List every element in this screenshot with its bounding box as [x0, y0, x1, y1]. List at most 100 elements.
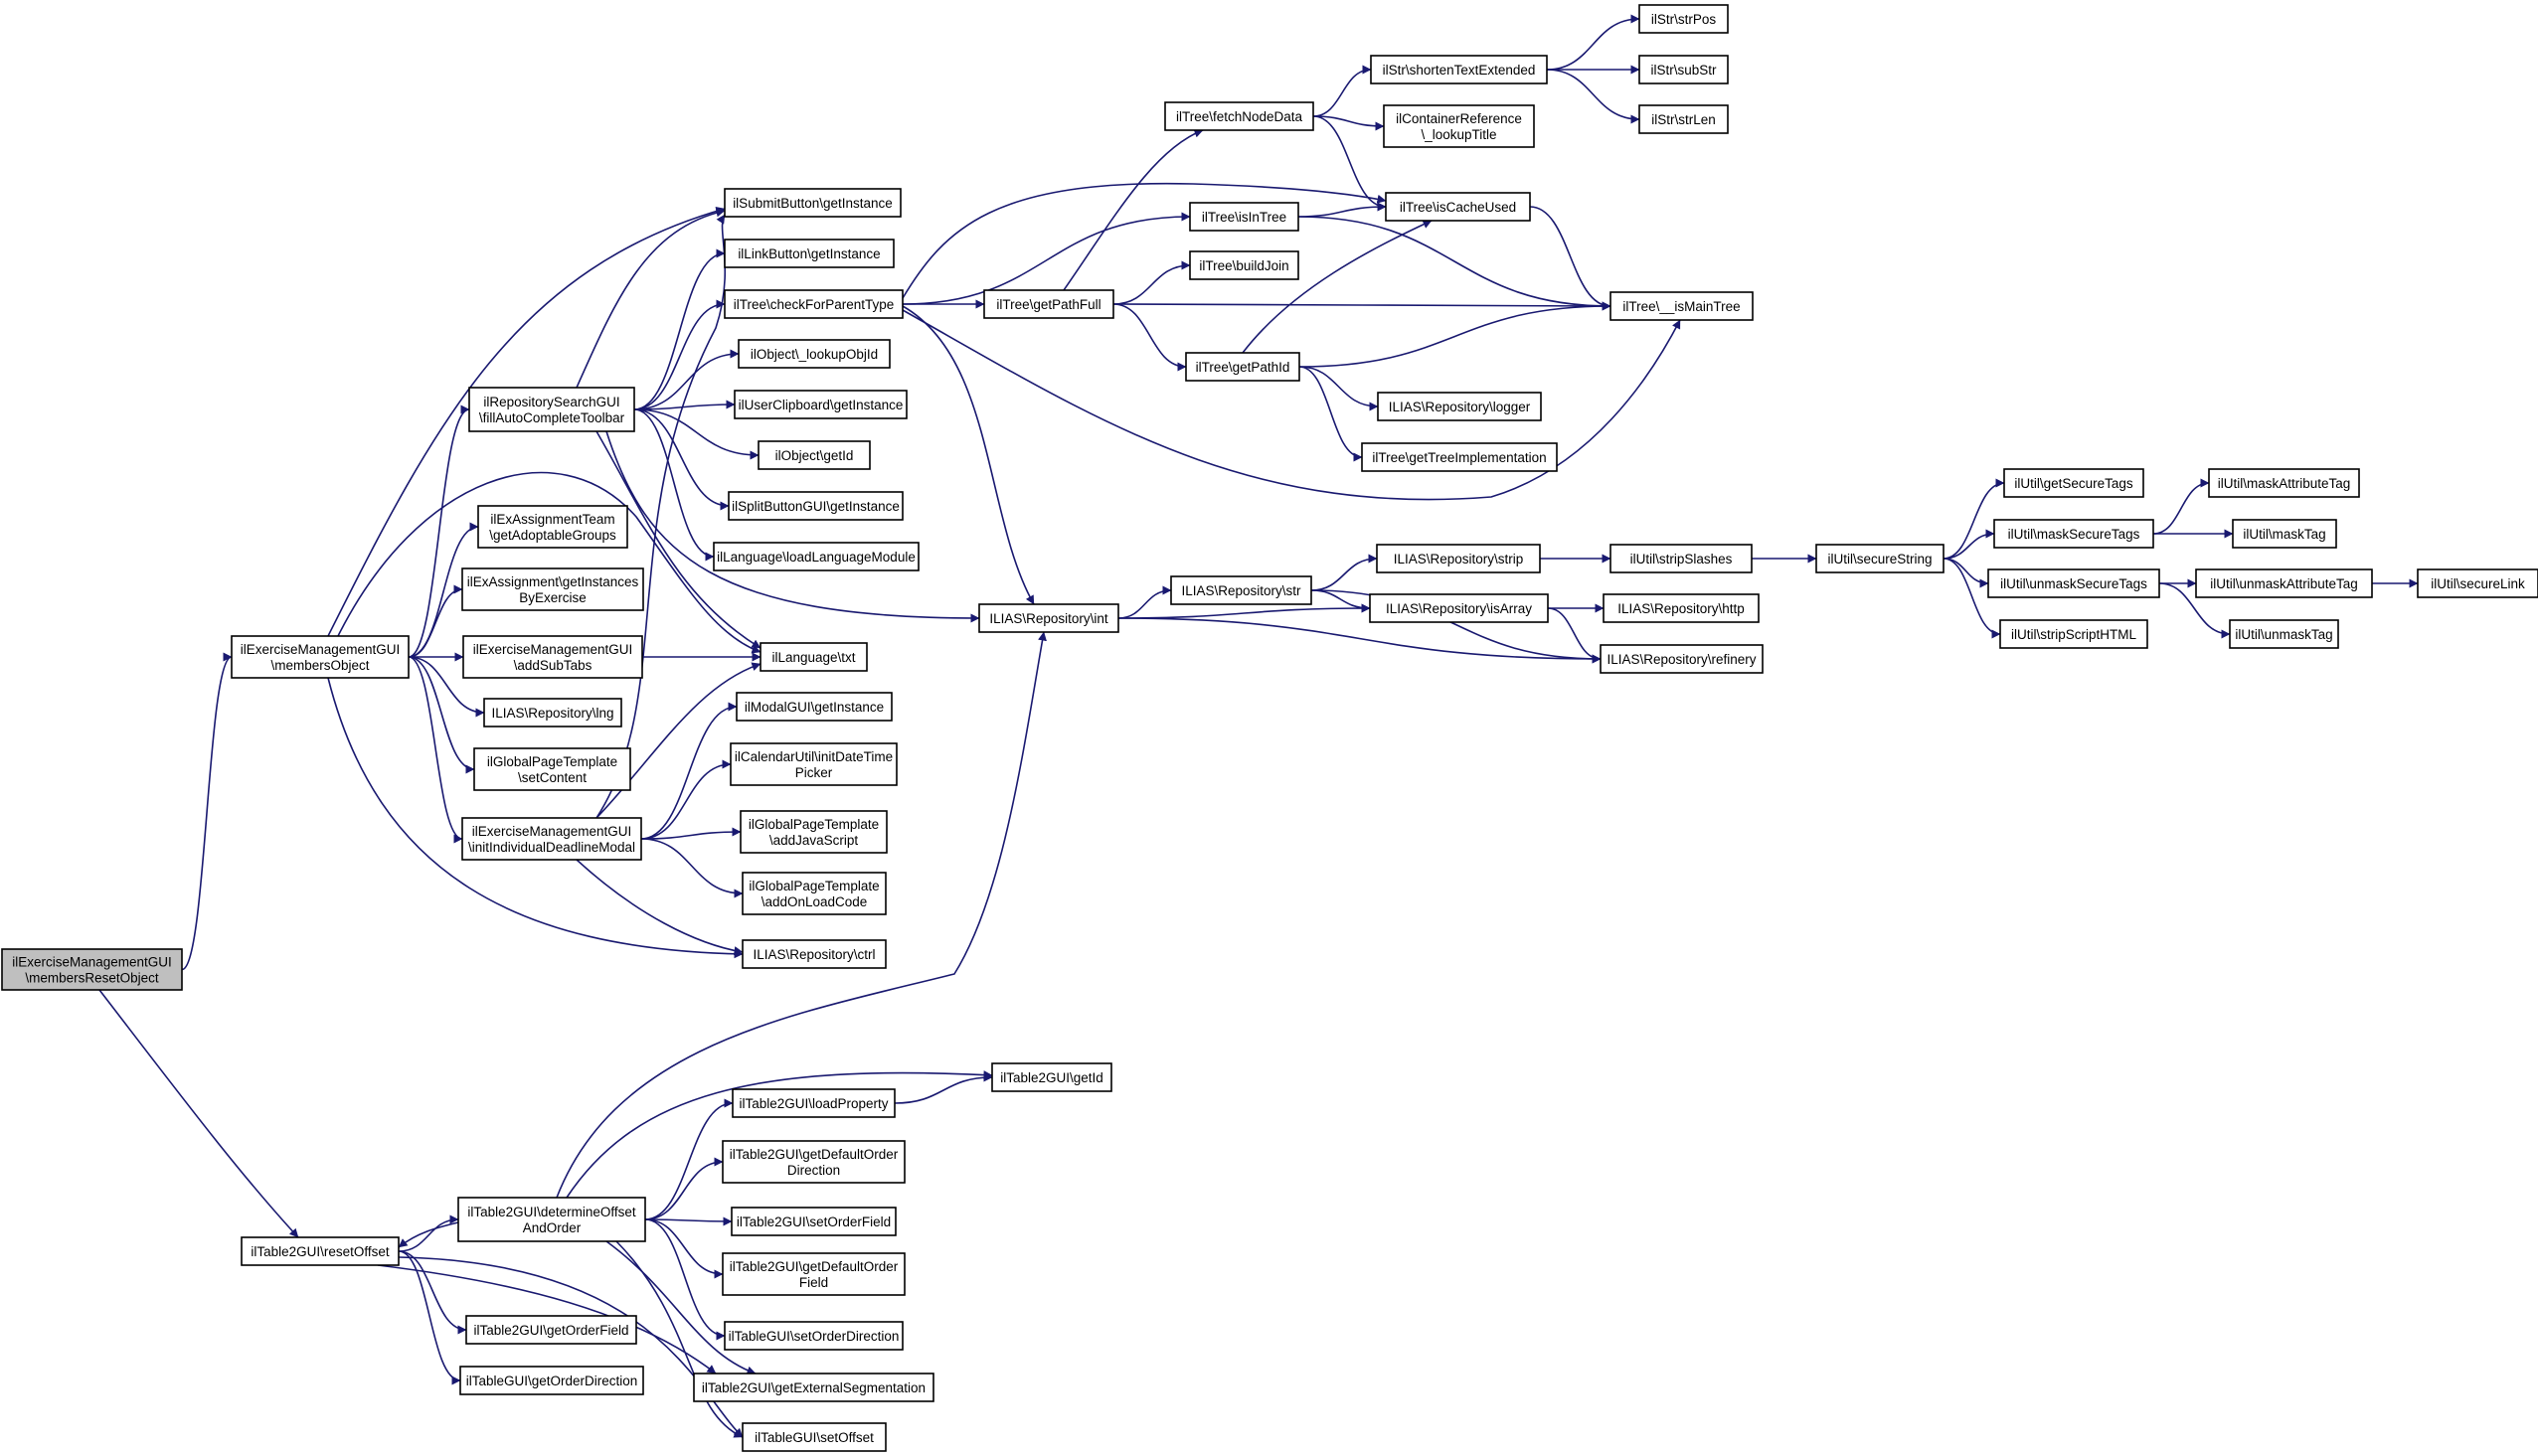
node-isInTree[interactable]: ilTree\isInTree	[1189, 202, 1299, 232]
node-resetOffset[interactable]: ilTable2GUI\resetOffset	[241, 1236, 400, 1266]
node-box	[724, 188, 902, 218]
node-secureString[interactable]: ilUtil\secureString	[1815, 544, 1945, 573]
node-label: \addJavaScript	[769, 833, 859, 848]
node-secureLink[interactable]: ilUtil\secureLink	[2417, 568, 2538, 598]
node-getOrderDir[interactable]: ilTableGUI\getOrderDirection	[459, 1366, 644, 1395]
node-addJs[interactable]: ilGlobalPageTemplate\addJavaScript	[740, 810, 888, 854]
node-unmaskTag[interactable]: ilUtil\unmaskTag	[2229, 619, 2339, 649]
node-repoIsArray[interactable]: ILIAS\Repository\isArray	[1369, 593, 1549, 623]
edge-determineOffset-to-repoInt	[556, 631, 1047, 1199]
node-treeImpl[interactable]: ilTree\getTreeImplementation	[1361, 442, 1558, 472]
node-fetchNode[interactable]: ilTree\fetchNodeData	[1164, 101, 1314, 131]
edge-resetOffset-to-setOffset	[398, 1256, 744, 1438]
node-box	[241, 1236, 400, 1266]
node-box	[1999, 619, 2148, 649]
node-lng[interactable]: ILIAS\Repository\lng	[483, 698, 622, 728]
node-linkBtn[interactable]: ilLinkButton\getInstance	[724, 239, 895, 268]
node-adoptable[interactable]: ilExAssignmentTeam\getAdoptableGroups	[477, 505, 628, 549]
edge-getPathId-to-isMainTree	[1298, 301, 1611, 368]
edge-shortenText-to-strPos	[1546, 14, 1640, 71]
node-ctrl[interactable]: ILIAS\Repository\ctrl	[742, 939, 887, 969]
node-unmaskAttr[interactable]: ilUtil\unmaskAttributeTag	[2195, 568, 2373, 598]
node-getPathId[interactable]: ilTree\getPathId	[1185, 352, 1300, 382]
node-lookupObjId[interactable]: ilObject\_lookupObjId	[738, 339, 891, 369]
node-repoStrip[interactable]: ILIAS\Repository\strip	[1376, 544, 1541, 573]
edge-checkParent-to-repoInt	[902, 305, 1035, 605]
node-box	[1, 948, 183, 991]
node-checkParent[interactable]: ilTree\checkForParentType	[724, 289, 904, 319]
node-box	[693, 1373, 934, 1402]
edge-resetOffset-to-getOrderDir	[398, 1250, 461, 1385]
node-box	[473, 747, 631, 791]
node-repoInt[interactable]: ILIAS\Repository\int	[978, 603, 1119, 633]
edge-membersObject-to-instByEx	[408, 584, 463, 658]
node-repoHttp[interactable]: ILIAS\Repository\http	[1603, 593, 1760, 623]
node-label: ilTable2GUI\getDefaultOrder	[730, 1147, 899, 1162]
node-strLen[interactable]: ilStr\strLen	[1638, 104, 1729, 134]
node-loadLang[interactable]: ilLanguage\loadLanguageModule	[713, 542, 920, 571]
edge-repoIsArray-to-repoRefinery	[1547, 607, 1602, 664]
node-getPathFull[interactable]: ilTree\getPathFull	[983, 289, 1114, 319]
node-getOrderField[interactable]: ilTable2GUI\getOrderField	[465, 1315, 637, 1345]
node-extSeg[interactable]: ilTable2GUI\getExternalSegmentation	[693, 1373, 934, 1402]
edge-secureString-to-stripScript	[1943, 558, 2001, 639]
node-buildJoin[interactable]: ilTree\buildJoin	[1189, 250, 1299, 280]
node-label: ilSubmitButton\getInstance	[733, 196, 893, 211]
node-modal[interactable]: ilModalGUI\getInstance	[736, 692, 893, 722]
node-addSubTabs[interactable]: ilExerciseManagementGUI\addSubTabs	[462, 635, 643, 679]
node-strPos[interactable]: ilStr\strPos	[1638, 4, 1729, 34]
node-t2GetId[interactable]: ilTable2GUI\getId	[991, 1062, 1112, 1092]
edge-initIndiv-to-txt	[595, 662, 761, 819]
node-label: ilTree\getPathFull	[996, 297, 1100, 312]
node-subStr[interactable]: ilStr\subStr	[1638, 55, 1729, 84]
node-setOrderDir[interactable]: ilTableGUI\setOrderDirection	[724, 1321, 904, 1351]
node-maskTag[interactable]: ilUtil\maskTag	[2232, 519, 2337, 549]
node-logger[interactable]: ILIAS\Repository\logger	[1377, 392, 1542, 421]
node-box	[738, 339, 891, 369]
node-initIndiv[interactable]: ilExerciseManagementGUI\initIndividualDe…	[461, 817, 642, 861]
node-objGetId[interactable]: ilObject\getId	[758, 440, 871, 470]
node-repoStr[interactable]: ILIAS\Repository\str	[1170, 575, 1312, 605]
edge-repoInt-to-repoIsArray	[1117, 603, 1371, 619]
node-unmaskSecureTags[interactable]: ilUtil\unmaskSecureTags	[1987, 568, 2160, 598]
node-submitBtn[interactable]: ilSubmitButton\getInstance	[724, 188, 902, 218]
node-splitBtn[interactable]: ilSplitButtonGUI\getInstance	[728, 491, 904, 521]
node-shortenText[interactable]: ilStr\shortenTextExtended	[1370, 55, 1548, 84]
node-maskAttr[interactable]: ilUtil\maskAttributeTag	[2208, 468, 2360, 498]
node-box	[2229, 619, 2339, 649]
node-box	[1638, 55, 1729, 84]
edge-determineOffset-to-setOffset	[615, 1240, 744, 1438]
node-label: ilModalGUI\getInstance	[745, 700, 884, 715]
edge-checkParent-to-isInTree	[902, 212, 1191, 305]
node-membersObject[interactable]: ilExerciseManagementGUI\membersObject	[231, 635, 410, 679]
edge-getPathFull-to-isMainTree	[1112, 301, 1611, 311]
node-label: ilUtil\maskTag	[2243, 527, 2325, 542]
node-root[interactable]: ilExerciseManagementGUI\membersResetObje…	[1, 948, 183, 991]
node-isMainTree[interactable]: ilTree\__isMainTree	[1609, 291, 1754, 321]
node-userClip[interactable]: ilUserClipboard\getInstance	[734, 390, 908, 419]
node-loadProp[interactable]: ilTable2GUI\loadProperty	[732, 1088, 896, 1118]
node-maskSecureTags[interactable]: ilUtil\maskSecureTags	[1993, 519, 2154, 549]
node-label: ilTree\getPathId	[1196, 360, 1290, 375]
node-getSecureTags[interactable]: ilUtil\getSecureTags	[2003, 468, 2144, 498]
node-repoRefinery[interactable]: ILIAS\Repository\refinery	[1600, 644, 1764, 674]
node-isCacheUsed[interactable]: ilTree\isCacheUsed	[1385, 192, 1531, 222]
node-stripSlashes[interactable]: ilUtil\stripSlashes	[1609, 544, 1753, 573]
node-setContent[interactable]: ilGlobalPageTemplate\setContent	[473, 747, 631, 791]
node-setOffset[interactable]: ilTableGUI\setOffset	[742, 1422, 887, 1452]
edge-determineOffset-to-extSeg	[605, 1240, 757, 1375]
node-stripScript[interactable]: ilUtil\stripScriptHTML	[1999, 619, 2148, 649]
node-txt[interactable]: ilLanguage\txt	[760, 642, 868, 672]
edge-fillAuto-to-linkBtn	[633, 248, 726, 410]
node-box	[1987, 568, 2160, 598]
node-fillAuto[interactable]: ilRepositorySearchGUI\fillAutoCompleteTo…	[468, 387, 635, 432]
node-lookupTitle[interactable]: ilContainerReference\_lookupTitle	[1383, 104, 1535, 148]
node-addOnLoad[interactable]: ilGlobalPageTemplate\addOnLoadCode	[742, 872, 887, 915]
node-box	[978, 603, 1119, 633]
node-setOrderField[interactable]: ilTable2GUI\setOrderField	[731, 1207, 897, 1236]
